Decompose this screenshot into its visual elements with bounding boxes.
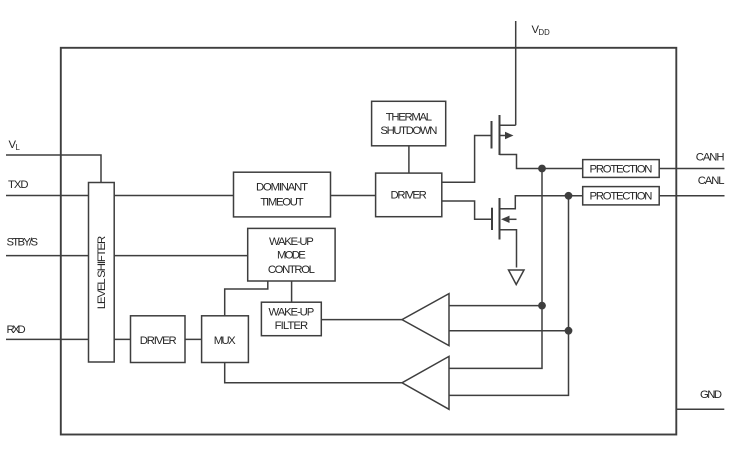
svg-text:SHUTDOWN: SHUTDOWN: [380, 125, 437, 137]
svg-text:PROTECTION: PROTECTION: [590, 191, 653, 203]
svg-text:RXD: RXD: [7, 324, 26, 336]
svg-text:DOMINANT: DOMINANT: [256, 182, 308, 194]
svg-text:V: V: [532, 24, 540, 36]
svg-text:TIMEOUT: TIMEOUT: [260, 197, 303, 209]
svg-text:GND: GND: [700, 389, 722, 401]
svg-text:CONTROL: CONTROL: [268, 264, 315, 276]
svg-text:CANH: CANH: [696, 152, 725, 164]
svg-text:DRIVER: DRIVER: [391, 189, 427, 201]
svg-text:TXD: TXD: [8, 179, 29, 191]
svg-text:FILTER: FILTER: [275, 320, 309, 332]
svg-text:THERMAL: THERMAL: [386, 111, 432, 123]
svg-text:WAKE-UP: WAKE-UP: [269, 236, 314, 248]
svg-text:MODE: MODE: [277, 250, 306, 262]
svg-text:MUX: MUX: [214, 335, 236, 347]
svg-text:V: V: [9, 139, 17, 151]
svg-text:PROTECTION: PROTECTION: [590, 164, 653, 176]
svg-text:CANL: CANL: [698, 175, 725, 187]
svg-text:DRIVER: DRIVER: [140, 335, 177, 347]
svg-text:DD: DD: [539, 28, 551, 37]
svg-text:L: L: [16, 143, 21, 152]
svg-text:LEVEL SHIFTER: LEVEL SHIFTER: [96, 236, 108, 309]
svg-text:WAKE-UP: WAKE-UP: [269, 306, 315, 318]
svg-text:STBY/S: STBY/S: [7, 237, 39, 249]
